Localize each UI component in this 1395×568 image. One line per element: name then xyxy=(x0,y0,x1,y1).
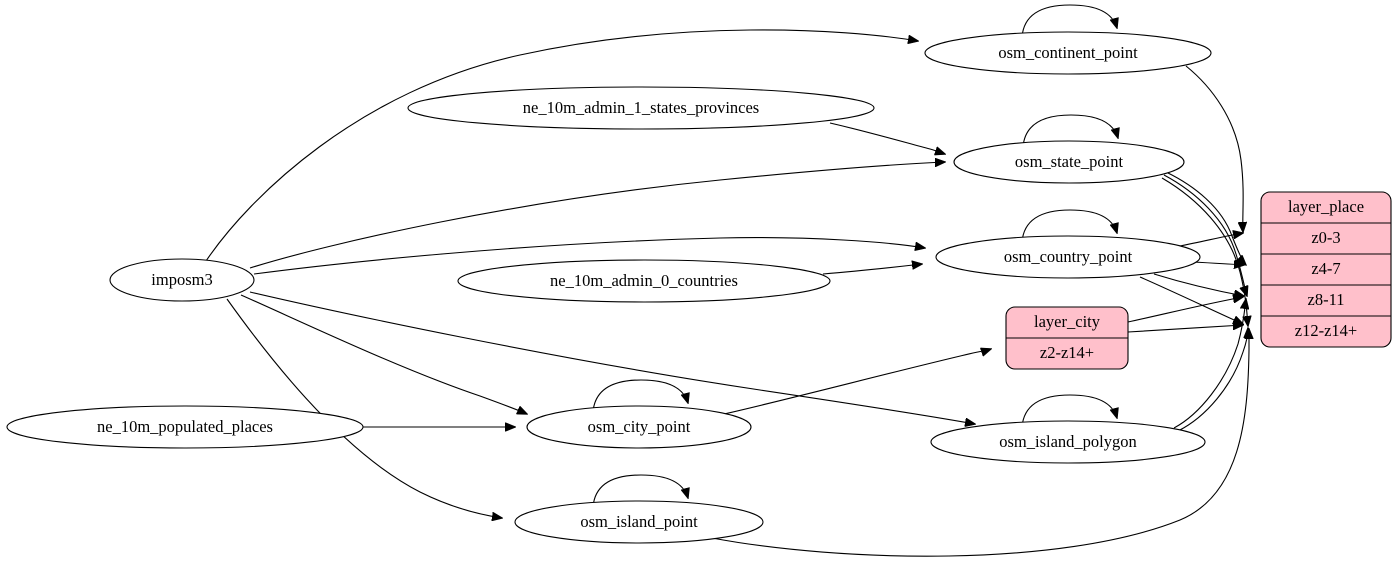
edge-osm-city-point-to-layer-city-z2-z14 xyxy=(723,349,991,415)
node-label-osm-state-point: osm_state_point xyxy=(1015,152,1124,171)
edge-osm-island-polygon-to-layer-place-z8-11 xyxy=(1173,299,1246,429)
edge-self-loop-osm-island-point xyxy=(592,474,688,508)
node-layer-city[interactable]: layer_city z2-z14+ xyxy=(1005,306,1129,370)
node-osm-city-point[interactable]: osm_city_point xyxy=(526,405,752,449)
edge-osm-island-point-to-layer-place-z12-z14 xyxy=(711,329,1249,557)
edge-self-loop-osm-state-point xyxy=(1022,114,1118,148)
node-label-imposm3: imposm3 xyxy=(151,270,212,289)
edge-osm-country-point-to-layer-place-z4-7 xyxy=(1191,262,1244,265)
edge-osm-country-point-to-layer-place-z8-11 xyxy=(1153,273,1244,296)
layer-city-row-z2-z14[interactable]: z2-z14+ xyxy=(1040,343,1094,362)
node-osm-state-point[interactable]: osm_state_point xyxy=(953,140,1185,184)
edge-layer-city-to-layer-place-z8-11 xyxy=(1127,297,1243,323)
layer-city-title: layer_city xyxy=(1034,312,1101,331)
node-label-osm-continent-point: osm_continent_point xyxy=(998,43,1138,62)
node-ne-10m-admin-1-states-provinces[interactable]: ne_10m_admin_1_states_provinces xyxy=(407,86,875,130)
node-osm-island-polygon[interactable]: osm_island_polygon xyxy=(930,420,1206,464)
node-osm-island-point[interactable]: osm_island_point xyxy=(514,500,764,544)
edge-imposm3-to-osm-island-point xyxy=(226,298,502,518)
node-label-osm-country-point: osm_country_point xyxy=(1004,247,1133,266)
node-ne-10m-populated-places[interactable]: ne_10m_populated_places xyxy=(6,405,364,449)
edge-self-loop-osm-continent-point xyxy=(1021,4,1117,38)
node-osm-country-point[interactable]: osm_country_point xyxy=(935,235,1201,279)
node-osm-continent-point[interactable]: osm_continent_point xyxy=(924,31,1212,75)
edge-imposm3-to-osm-country-point xyxy=(253,237,925,275)
layer-place-row-z8-11[interactable]: z8-11 xyxy=(1308,290,1345,309)
layer-place-row-z12-z14[interactable]: z12-z14+ xyxy=(1295,321,1357,340)
edge-ne-countries-to-osm-country-point xyxy=(822,264,922,275)
node-layer: imposm3 ne_10m_admin_1_states_provinces … xyxy=(6,31,1392,544)
node-label-ne-countries: ne_10m_admin_0_countries xyxy=(550,271,738,290)
layer-place-row-z4-7[interactable]: z4-7 xyxy=(1311,259,1340,278)
edge-osm-country-point-to-layer-place-z0-3 xyxy=(1179,233,1243,247)
edge-self-loop-osm-city-point xyxy=(592,379,688,413)
edge-layer-city-to-layer-place-z12-z14 xyxy=(1127,325,1243,333)
node-label-osm-city-point: osm_city_point xyxy=(588,417,691,436)
edge-osm-continent-point-to-layer-place-z0-3 xyxy=(1185,65,1243,232)
edge-self-loop-osm-island-polygon xyxy=(1021,394,1117,428)
edge-imposm3-to-osm-city-point xyxy=(240,294,527,414)
edge-imposm3-to-osm-continent-point xyxy=(205,29,918,262)
edge-self-loop-osm-country-point xyxy=(1021,209,1117,243)
edge-imposm3-to-osm-island-polygon xyxy=(249,291,975,424)
edge-layer xyxy=(205,4,1249,557)
edge-ne-states-to-osm-state-point xyxy=(829,122,945,154)
node-label-osm-island-polygon: osm_island_polygon xyxy=(999,432,1137,451)
node-ne-10m-admin-0-countries[interactable]: ne_10m_admin_0_countries xyxy=(457,259,831,303)
node-label-ne-states: ne_10m_admin_1_states_provinces xyxy=(523,98,759,117)
layer-place-row-z0-3[interactable]: z0-3 xyxy=(1311,228,1340,247)
node-imposm3[interactable]: imposm3 xyxy=(109,258,255,302)
node-layer-place[interactable]: layer_place z0-3 z4-7 z8-11 z12-z14+ xyxy=(1260,191,1392,348)
node-label-ne-populated: ne_10m_populated_places xyxy=(97,417,273,436)
edge-osm-state-point-to-layer-place-z8-11 xyxy=(1163,174,1247,296)
layer-place-title: layer_place xyxy=(1288,197,1364,216)
node-label-osm-island-point: osm_island_point xyxy=(580,512,698,531)
edge-imposm3-to-osm-state-point xyxy=(249,162,945,269)
edge-osm-country-point-to-layer-place-z12-z14 xyxy=(1139,276,1243,324)
edge-osm-island-polygon-to-layer-place-z12-z14 xyxy=(1177,328,1248,432)
